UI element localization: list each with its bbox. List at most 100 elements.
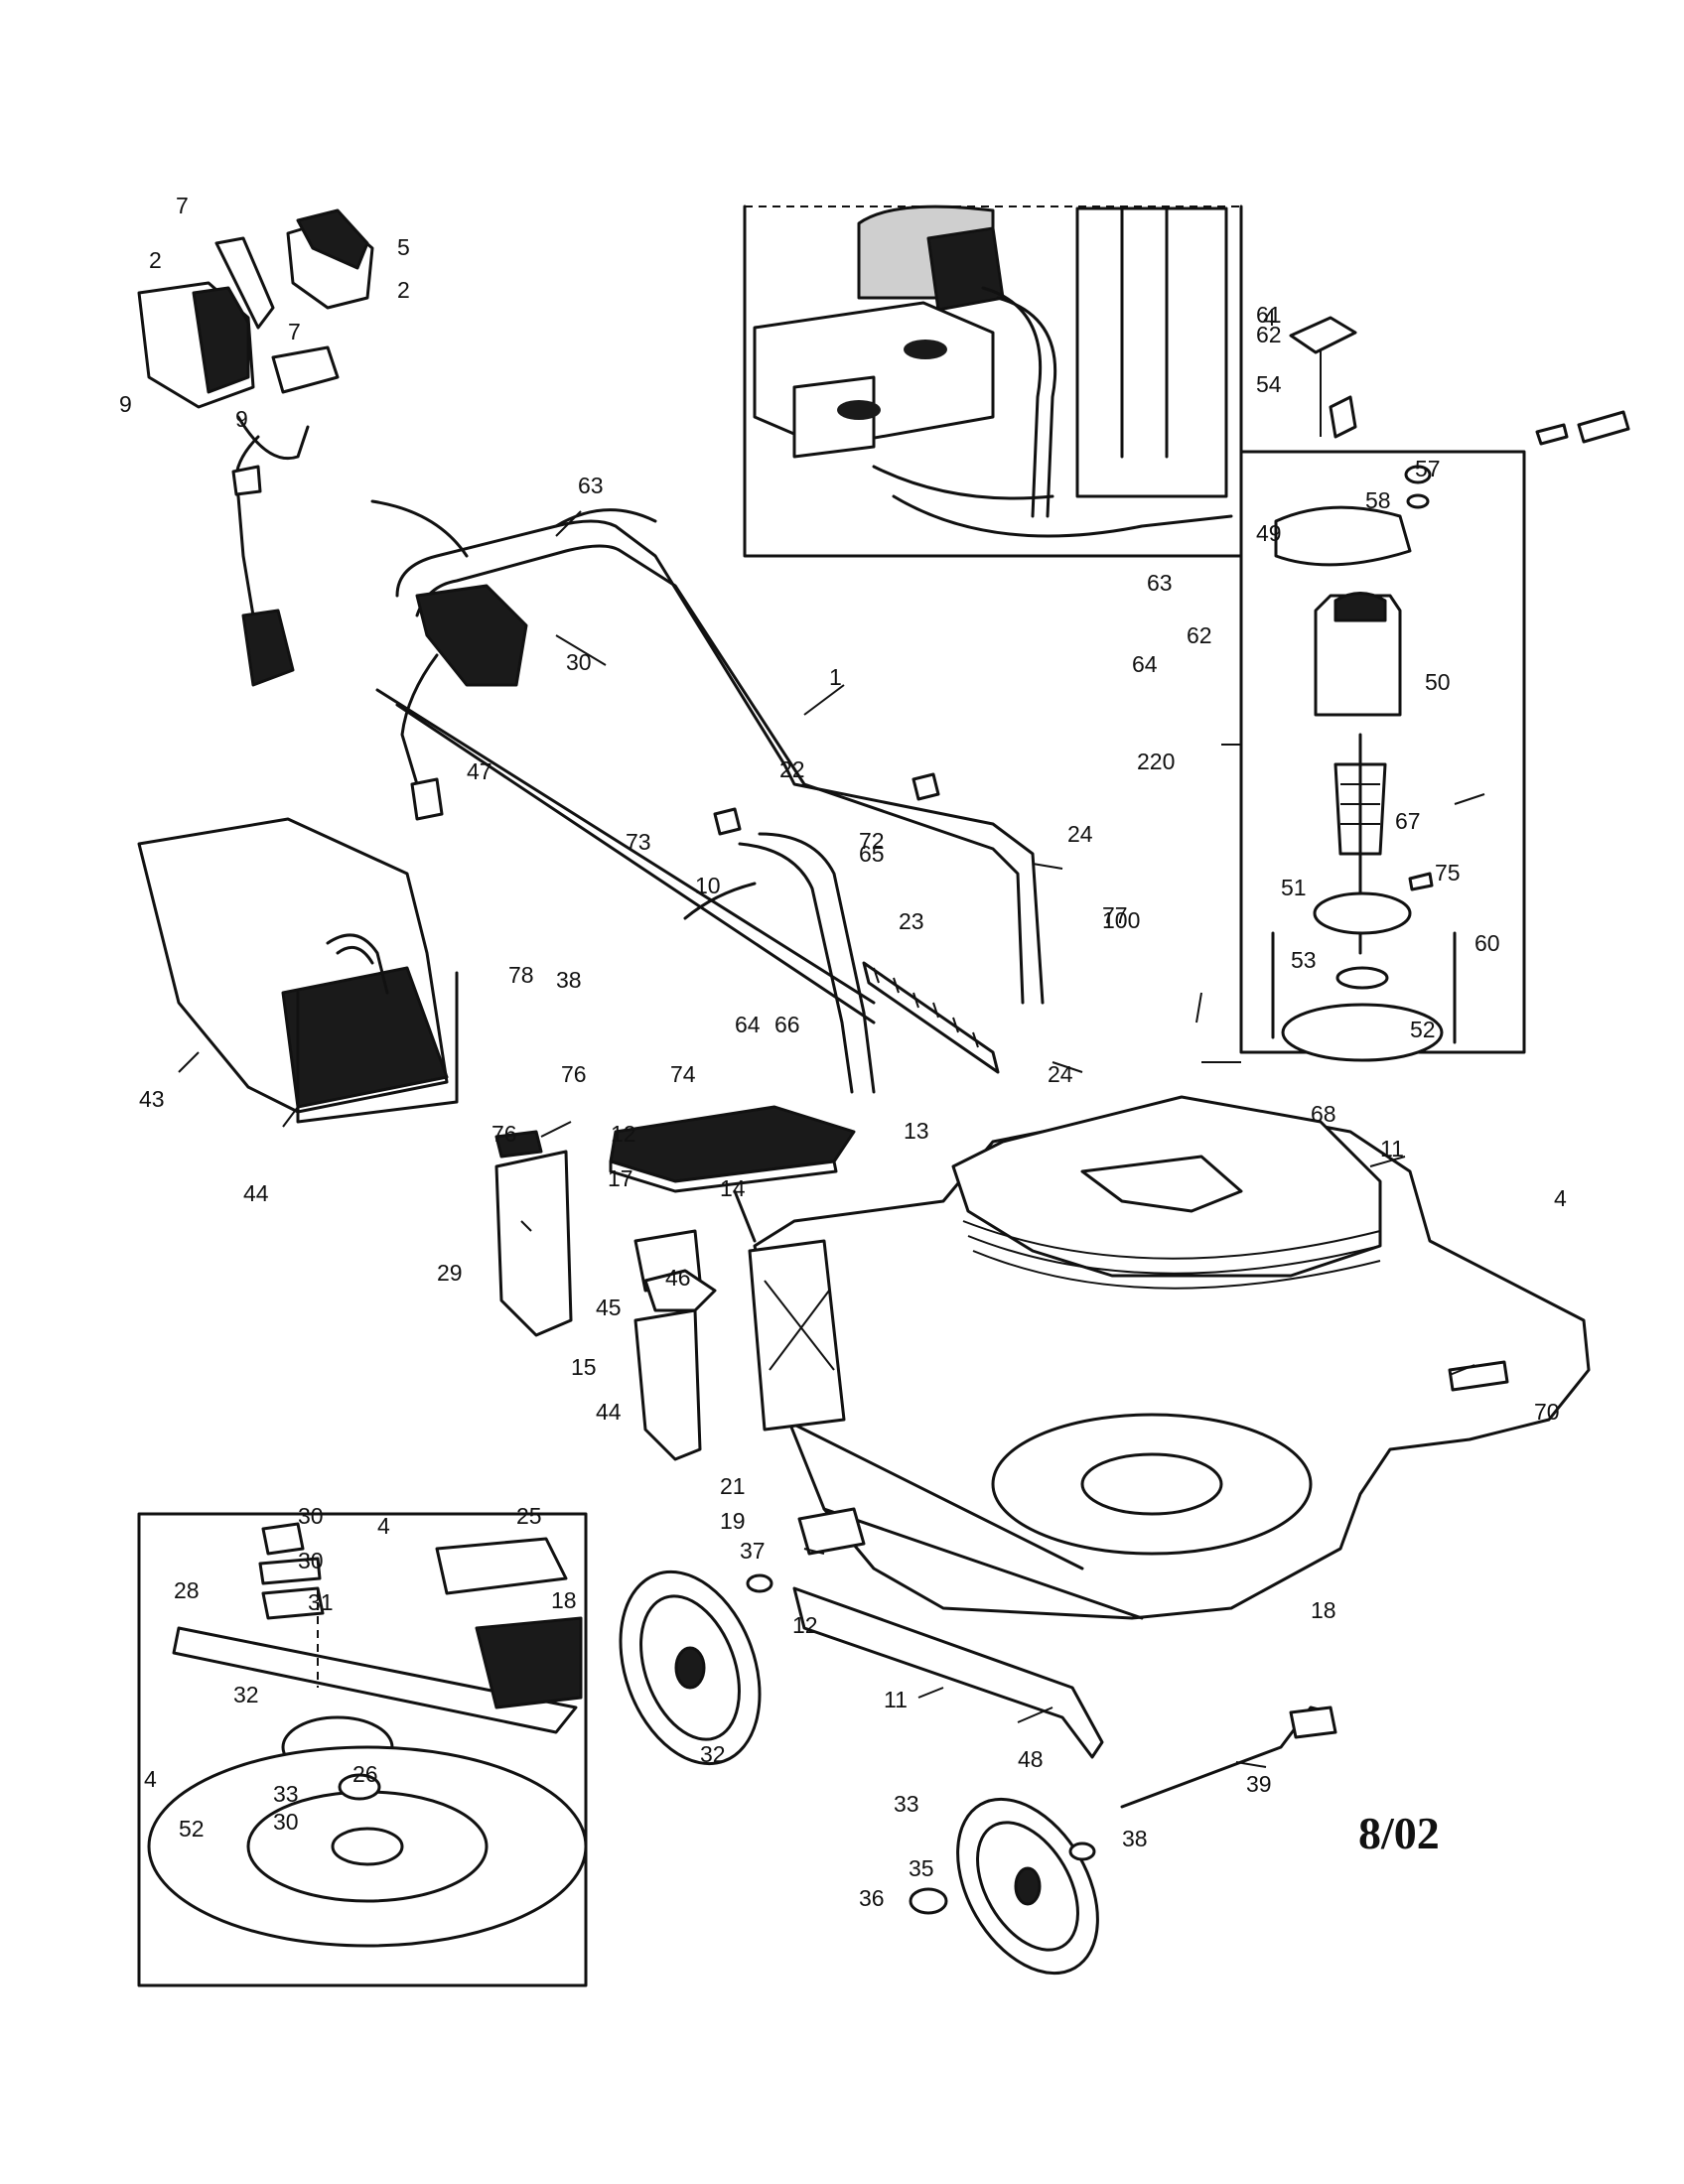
callout-label: 57: [1415, 456, 1441, 481]
callout-label: 75: [1435, 860, 1461, 886]
callout-label: 30: [273, 1809, 299, 1835]
callout-label: 24: [1048, 1061, 1073, 1087]
callout-label: 2: [149, 247, 162, 273]
callout-label: 29: [437, 1260, 463, 1286]
callout-label: 52: [1410, 1017, 1436, 1042]
callout-label: 5: [397, 234, 410, 260]
callout-label: 35: [909, 1855, 934, 1881]
callout-label: 51: [1281, 875, 1307, 900]
callout-label: 44: [596, 1399, 622, 1425]
callout-label: 100: [1102, 907, 1140, 933]
callout-label: 15: [571, 1354, 597, 1380]
callout-label: 39: [1246, 1771, 1272, 1797]
callout-label: 48: [1018, 1746, 1044, 1772]
callout-label: 14: [720, 1175, 746, 1201]
handle-assembly: [370, 499, 1045, 1094]
callout-label: 33: [273, 1781, 299, 1807]
callout-label: 67: [1395, 808, 1421, 834]
callout-label: 32: [233, 1682, 259, 1707]
callout-label: 38: [556, 967, 582, 993]
callout-label: 66: [774, 1012, 800, 1037]
callout-label: 25: [516, 1503, 542, 1529]
callout-label: 7: [176, 193, 189, 218]
callout-label: 64: [1132, 651, 1158, 677]
callout-label: 49: [1256, 520, 1282, 546]
callout-label: 62: [1187, 622, 1212, 648]
callout-label: 45: [596, 1295, 622, 1320]
blade-inset: [137, 1512, 588, 1987]
callout-label: 58: [1365, 487, 1391, 513]
callout-label: 18: [551, 1587, 577, 1613]
callout-label: 22: [779, 756, 805, 782]
callout-label: 18: [1311, 1597, 1336, 1623]
callout-label: 70: [1534, 1399, 1560, 1425]
date-stamp: 8/02: [1358, 1808, 1440, 1858]
callout-label: 77: [1102, 902, 1128, 928]
callout-label: 13: [904, 1118, 929, 1144]
callout-label: 12: [792, 1612, 818, 1638]
callout-label: 36: [859, 1885, 885, 1911]
callout-label: 1: [829, 664, 842, 690]
callout-label: 9: [235, 406, 248, 432]
callout-label: 4: [144, 1766, 157, 1792]
callout-label: 52: [179, 1816, 205, 1842]
grass-catcher: [137, 817, 459, 1124]
leader-lines: [178, 510, 1485, 1768]
callout-label: 60: [1474, 930, 1500, 956]
callout-label: 76: [491, 1121, 517, 1147]
motor-exploded-group: [1239, 316, 1630, 1062]
callout-label: 11: [884, 1687, 908, 1712]
callout-label: 4: [377, 1513, 390, 1539]
callout-label: 28: [174, 1577, 200, 1603]
callout-label: 30: [298, 1503, 324, 1529]
callout-label: 53: [1291, 947, 1317, 973]
callout-label: 76: [561, 1061, 587, 1087]
callout-label: 73: [626, 829, 651, 855]
rear-flap-parts: [494, 1105, 856, 1461]
callout-label: 47: [467, 758, 492, 784]
callout-label: 23: [899, 908, 924, 934]
callout-label: 74: [670, 1061, 696, 1087]
callout-label: 63: [578, 473, 604, 498]
motor-closeup-inset: [743, 205, 1243, 558]
callout-label: 19: [720, 1508, 746, 1534]
switch-box-group: [137, 208, 374, 687]
callout-label: 33: [894, 1791, 919, 1817]
callout-label: 12: [611, 1121, 636, 1147]
callout-label: 10: [695, 873, 721, 898]
callout-label: 62: [1256, 322, 1282, 347]
callout-label: 220: [1137, 749, 1175, 774]
callout-label: 72: [859, 828, 885, 854]
callout-label: 63: [1147, 570, 1173, 596]
mower-deck: [748, 1095, 1591, 1620]
callout-label: 4: [1554, 1185, 1567, 1211]
callout-label: 50: [1425, 669, 1451, 695]
callout-label: 78: [508, 962, 534, 988]
callout-label: 7: [288, 319, 301, 344]
callout-label: 61: [1256, 302, 1282, 328]
callout-label: 64: [735, 1012, 761, 1037]
callout-label: 26: [352, 1761, 378, 1787]
callout-label: 54: [1256, 371, 1282, 397]
callout-label: 31: [308, 1589, 334, 1615]
callout-label: 38: [1122, 1826, 1148, 1851]
callout-label: 9: [119, 391, 132, 417]
callout-labels: 7 5 2 2 7 9 9 63 30 1 47 22 72 65 24 73 …: [119, 193, 1567, 1911]
callout-label: 2: [397, 277, 410, 303]
callout-label: 4: [1263, 305, 1276, 331]
callout-label: 21: [720, 1473, 746, 1499]
callout-label: 30: [298, 1548, 324, 1573]
callout-label: 43: [139, 1086, 165, 1112]
callout-label: 44: [243, 1180, 269, 1206]
callout-label: 30: [566, 649, 592, 675]
callout-label: 68: [1311, 1101, 1336, 1127]
callout-label: 32: [700, 1741, 726, 1767]
callout-label: 46: [665, 1265, 691, 1291]
callout-label: 37: [740, 1538, 766, 1564]
callout-label: 65: [859, 841, 885, 867]
callout-label: 17: [608, 1165, 633, 1191]
callout-label: 24: [1067, 821, 1093, 847]
callout-label: 11: [1380, 1136, 1404, 1161]
wheels-axle: [619, 1507, 1337, 1976]
